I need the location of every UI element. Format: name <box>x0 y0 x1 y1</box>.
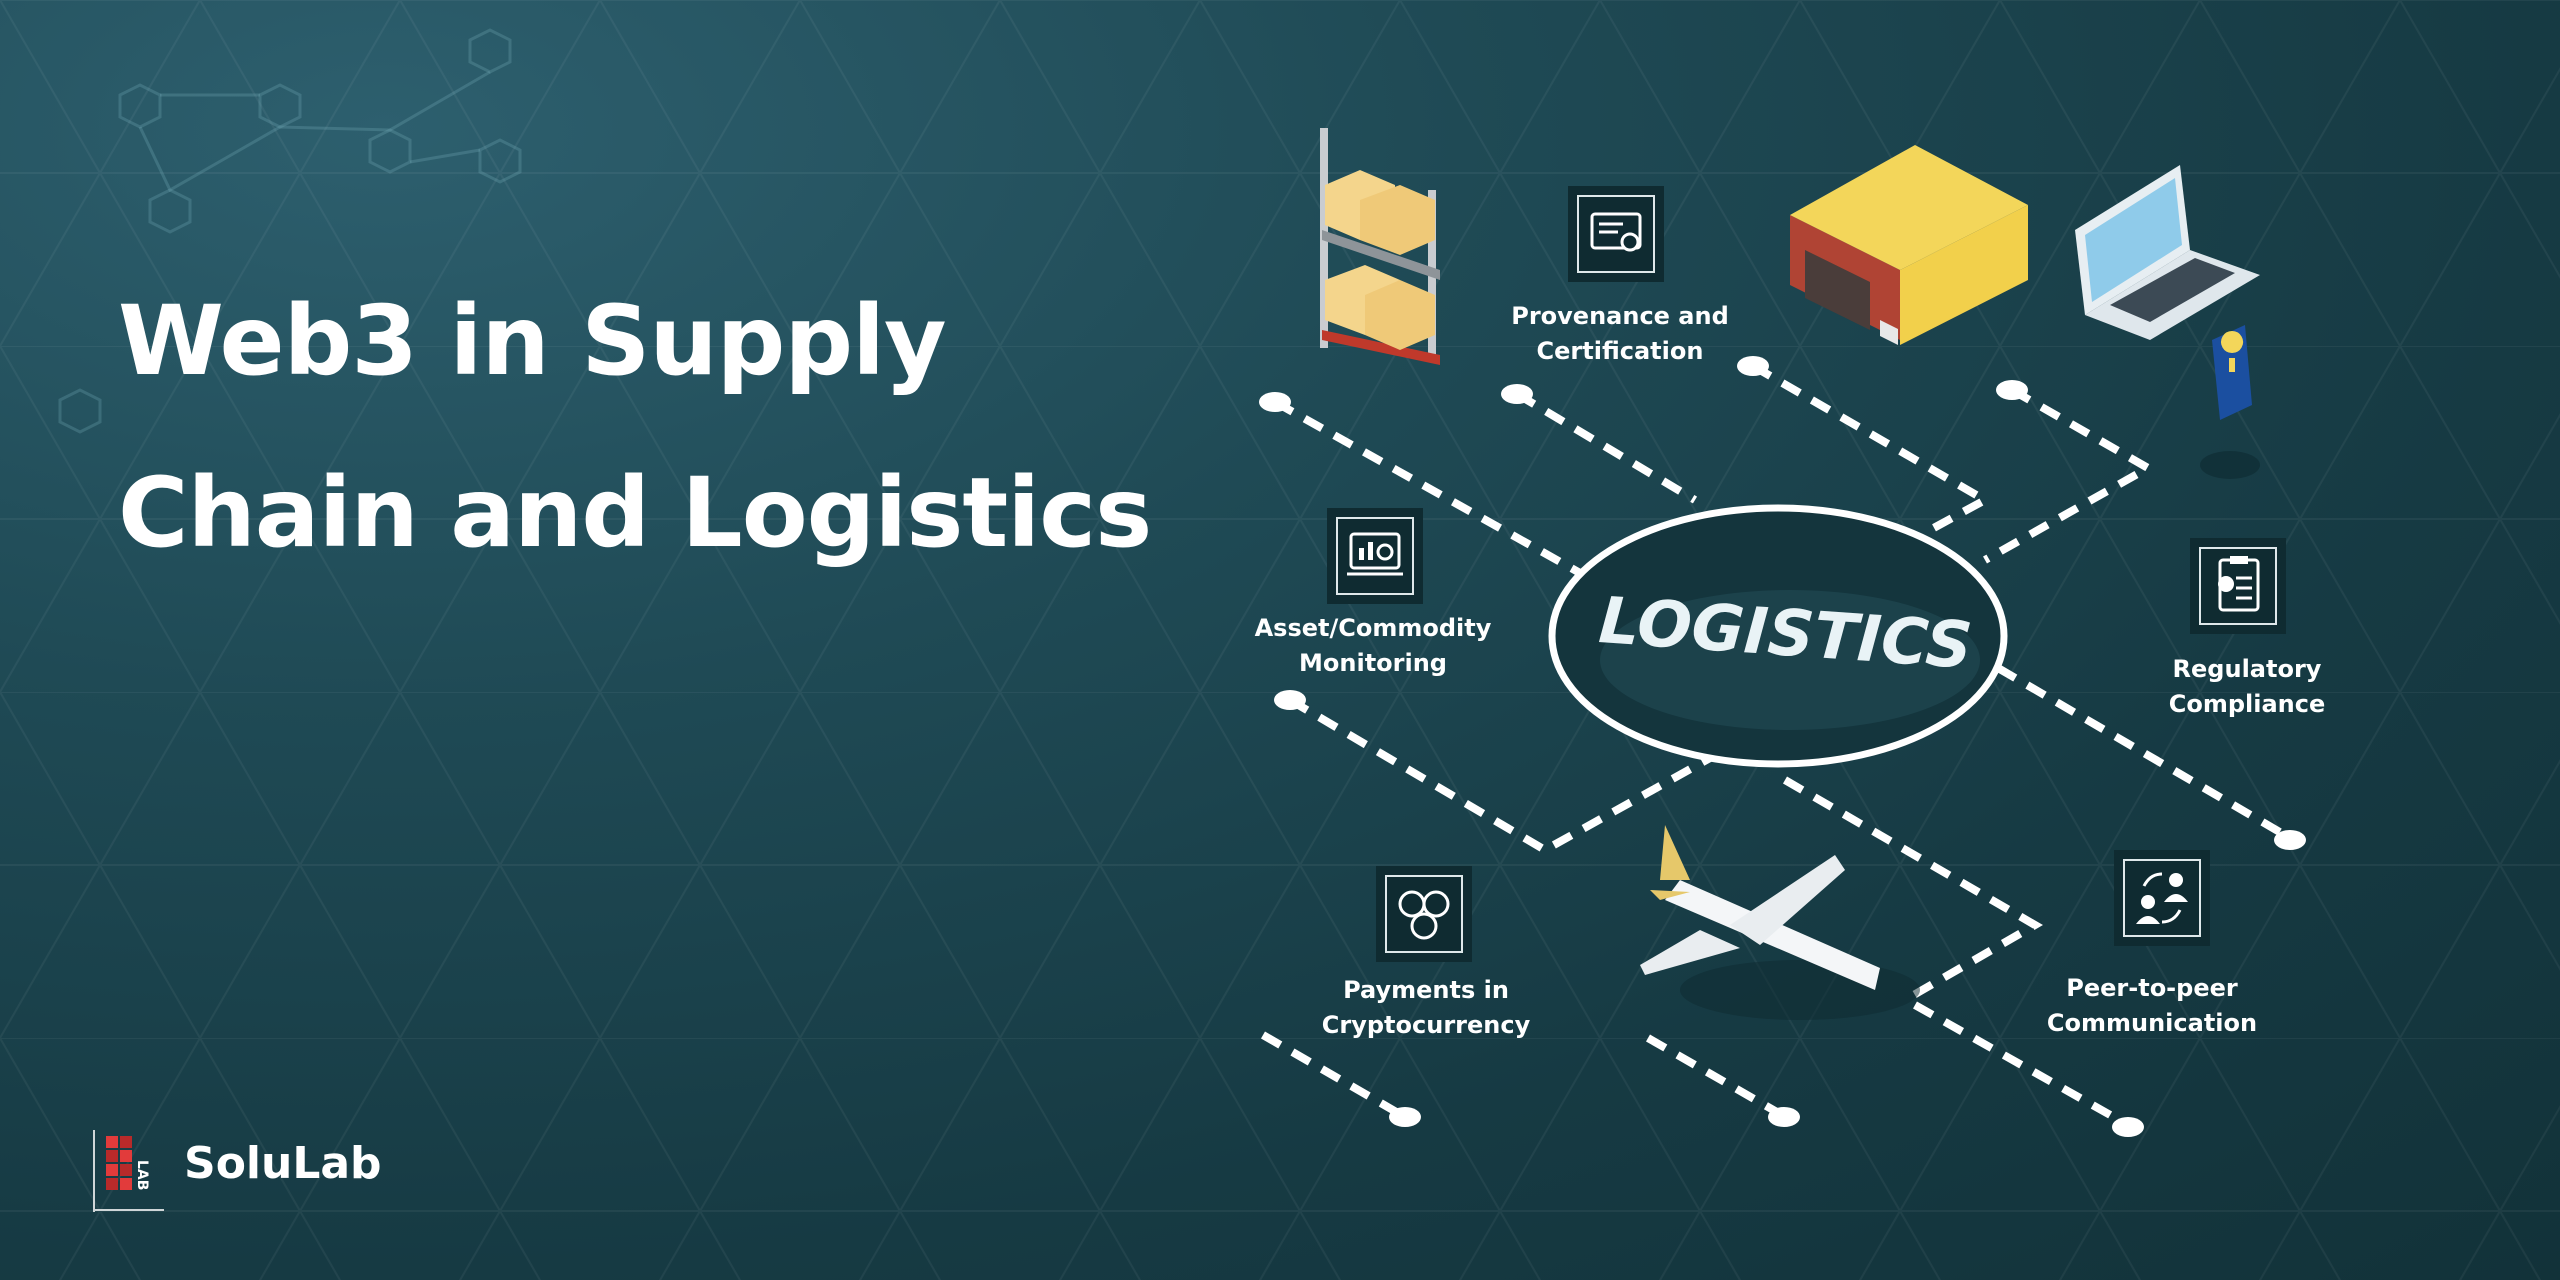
feature-label-line: Certification <box>1536 337 1704 365</box>
connector-endpoints <box>1259 356 2306 1137</box>
feature-label-line: Regulatory <box>2172 655 2322 683</box>
connector-line <box>1514 390 1698 504</box>
feature-label-line: Provenance and <box>1511 302 1729 330</box>
page-title: Web3 in Supply Chain and Logistics <box>118 255 1152 599</box>
monitoring-icon <box>1327 508 1423 604</box>
connector-line <box>1983 386 2157 564</box>
connector-line <box>1995 664 2293 842</box>
crypto-coins-icon <box>1376 866 1472 962</box>
endpoint-dot <box>1768 1107 1800 1127</box>
endpoint-dot <box>1389 1107 1421 1127</box>
feature-label-line: Cryptocurrency <box>1321 1011 1531 1039</box>
endpoint-dot <box>1274 690 1306 710</box>
feature-label-peer-to-peer: Peer-to-peer Communication <box>2047 971 2257 1041</box>
feature-label-asset-monitoring: Asset/Commodity Monitoring <box>1255 611 1492 681</box>
connector-line <box>1273 398 1582 577</box>
connector-line <box>1782 776 2043 1004</box>
page-title-line-1: Web3 in Supply <box>118 285 947 397</box>
endpoint-dot <box>1996 380 2028 400</box>
feature-label-line: Asset/Commodity <box>1254 614 1492 642</box>
endpoint-dot <box>1259 392 1291 412</box>
certificate-icon <box>1568 186 1664 282</box>
feature-label-provenance: Provenance and Certification <box>1511 299 1729 369</box>
page-title-line-2: Chain and Logistics <box>118 457 1152 569</box>
solulab-logo: LAB SoluLab <box>92 1130 392 1212</box>
connector-line <box>1913 1001 2130 1129</box>
connector-line <box>1750 362 1994 534</box>
endpoint-dot <box>2112 1117 2144 1137</box>
peer-exchange-icon <box>2114 850 2210 946</box>
feature-label-line: Compliance <box>2168 690 2326 718</box>
feature-label-line: Peer-to-peer <box>2066 974 2238 1002</box>
endpoint-dot <box>1737 356 1769 376</box>
airplane-illustration <box>1640 825 1920 1020</box>
connector-lines <box>1260 362 2293 1129</box>
logo-mark-text: LAB <box>134 1160 150 1190</box>
feature-label-line: Communication <box>2046 1009 2258 1037</box>
shelving-rack-illustration <box>1320 128 1440 365</box>
laptop-illustration <box>2075 165 2260 340</box>
clipboard-check-icon <box>2190 538 2286 634</box>
feature-label-regulatory: Regulatory Compliance <box>2169 652 2326 722</box>
connector-line <box>1646 1034 1784 1119</box>
endpoint-dot <box>1501 384 1533 404</box>
warehouse-illustration <box>1790 145 2028 345</box>
connector-line <box>1287 696 1712 855</box>
phone-illustration <box>2200 325 2260 479</box>
connector-line <box>1260 1031 1408 1121</box>
feature-label-payments: Payments in Cryptocurrency <box>1322 973 1530 1043</box>
endpoint-dot <box>2274 830 2306 850</box>
logistics-hub: LOGISTICS <box>1548 504 2008 768</box>
brand-name: SoluLab <box>184 1138 382 1189</box>
solulab-logo-mark: LAB <box>93 1130 164 1212</box>
feature-label-line: Monitoring <box>1299 649 1447 677</box>
feature-label-line: Payments in <box>1343 976 1509 1004</box>
